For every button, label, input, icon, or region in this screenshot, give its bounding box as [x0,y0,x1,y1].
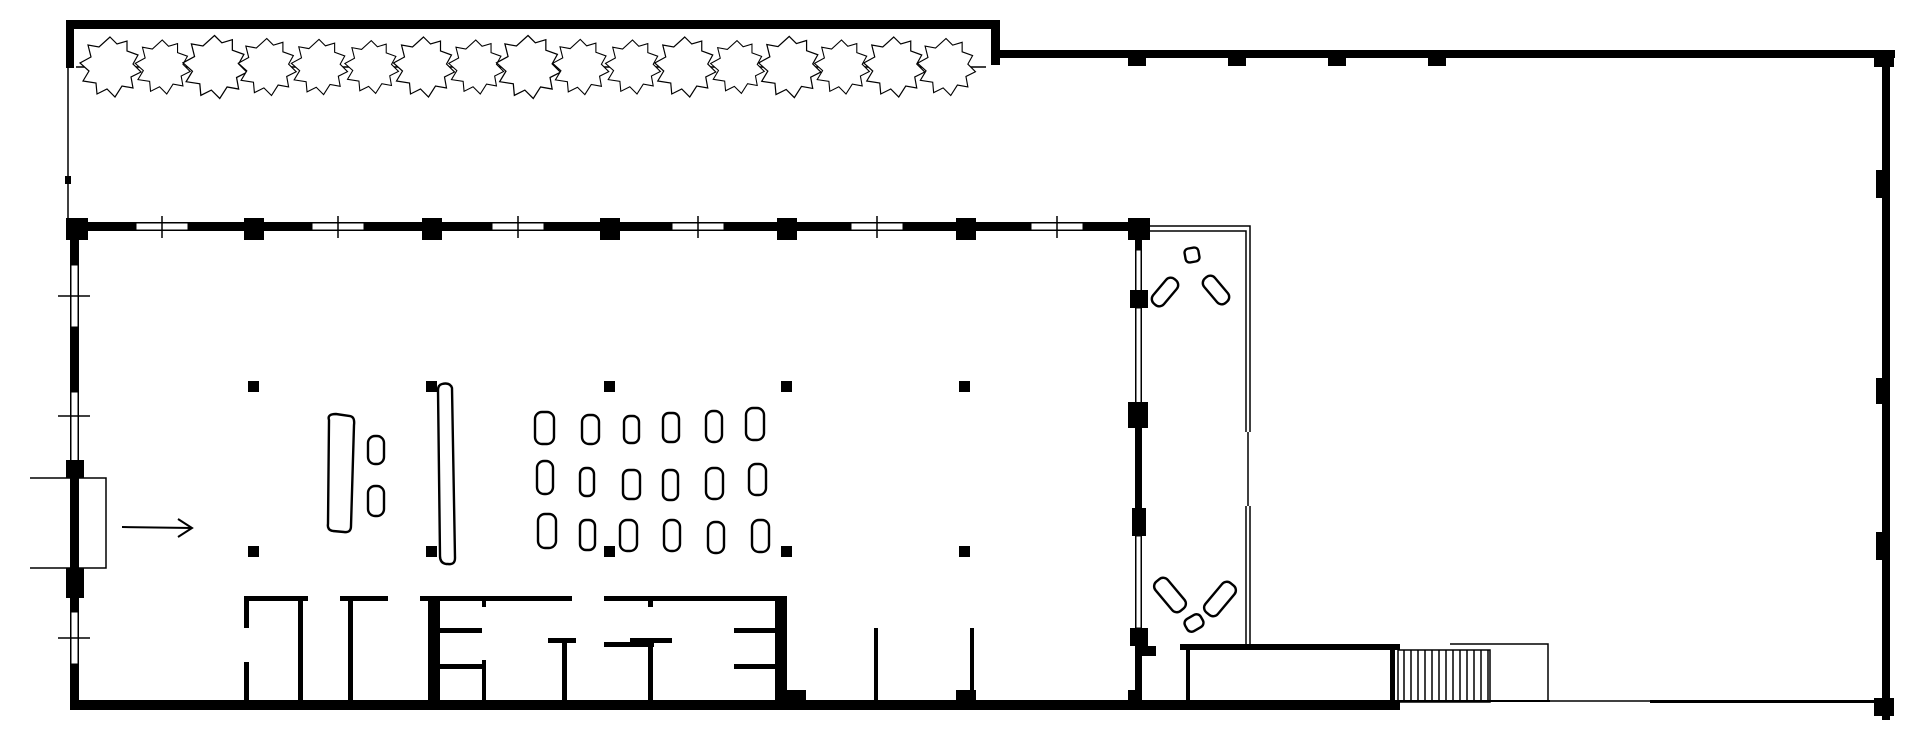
tree-icon [134,39,192,95]
tree-row [76,34,986,100]
tree-icon [290,38,349,96]
tree-icon [862,36,926,98]
tree-icon [551,38,610,96]
lounge-seating-south [1152,576,1238,633]
tree-icon [813,39,871,95]
tree-icon [447,39,505,95]
tree-icon [495,34,562,100]
tree-icon [916,37,977,97]
columns [248,381,970,557]
tree-icon [392,36,456,98]
audience-seating [533,406,771,555]
entry-arrow-icon [121,518,194,538]
outer-walls [66,20,1895,720]
tree-icon [709,39,766,95]
tree-icon [604,39,662,95]
tree-icon [343,39,400,95]
tree-icon [181,34,249,100]
tree-icon [757,35,822,99]
tree-icon [78,36,143,98]
entry-porch [30,477,194,569]
presentation-area [326,382,457,566]
hall-walls [58,216,1400,710]
lounge-seating-north [1150,246,1231,308]
tree-icon [237,37,298,97]
tree-icon [653,36,717,98]
glass-pavilion [1142,225,1400,710]
stairs-icon [1390,643,1549,706]
service-rooms [244,596,976,710]
